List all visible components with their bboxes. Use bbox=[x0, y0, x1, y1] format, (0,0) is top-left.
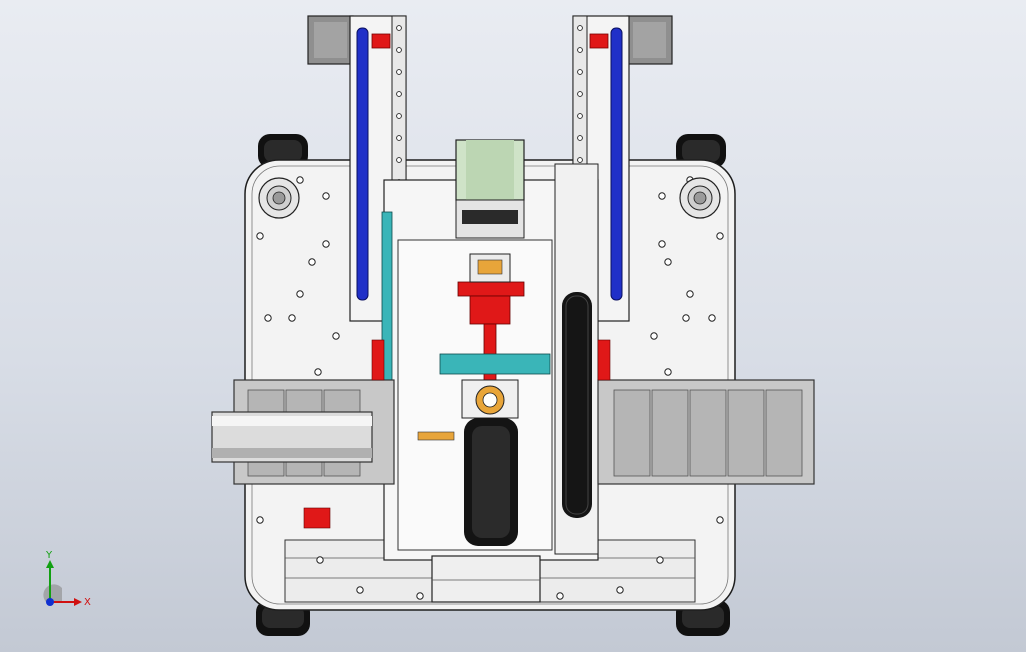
mast-rivet bbox=[396, 91, 402, 97]
belt-cassette[interactable] bbox=[562, 292, 592, 518]
mounting-hole bbox=[288, 314, 296, 322]
main-drive-wheel[interactable] bbox=[464, 418, 518, 546]
x-axis-label: X bbox=[84, 597, 91, 608]
mounting-hole bbox=[314, 368, 322, 376]
pneumatic-cylinder[interactable] bbox=[211, 411, 373, 463]
mast-rivet bbox=[577, 25, 583, 31]
mounting-hole bbox=[322, 240, 330, 248]
mounting-hole bbox=[656, 556, 664, 564]
bottom-center-module[interactable] bbox=[431, 555, 541, 603]
mast-rivet bbox=[396, 47, 402, 53]
mounting-hole bbox=[658, 192, 666, 200]
mounting-hole bbox=[416, 592, 424, 600]
mounting-hole bbox=[658, 240, 666, 248]
mounting-hole bbox=[316, 556, 324, 564]
mast-rivet bbox=[396, 157, 402, 163]
tread-conveyor-right[interactable] bbox=[597, 379, 815, 485]
mounting-hole bbox=[664, 368, 672, 376]
orange-spacer bbox=[417, 431, 455, 441]
mounting-hole bbox=[686, 290, 694, 298]
mast-rivet bbox=[577, 69, 583, 75]
bearing-block[interactable] bbox=[461, 379, 519, 419]
mounting-hole bbox=[296, 290, 304, 298]
mounting-hole bbox=[308, 258, 316, 266]
wheel-bottom-right bbox=[676, 600, 730, 636]
coordinate-triad: X Y bbox=[43, 550, 91, 608]
mast-rivet bbox=[396, 113, 402, 119]
mounting-hole bbox=[256, 232, 264, 240]
corner-boss-right bbox=[679, 177, 721, 219]
mast-rivet bbox=[577, 47, 583, 53]
mast-rivet bbox=[577, 113, 583, 119]
drive-motor-top[interactable] bbox=[455, 139, 525, 239]
mast-rivet bbox=[577, 157, 583, 163]
z-axis-dot-icon bbox=[46, 598, 54, 606]
mounting-hole bbox=[708, 314, 716, 322]
mounting-hole bbox=[664, 258, 672, 266]
x-axis-arrow-icon bbox=[74, 598, 82, 606]
mounting-hole bbox=[556, 592, 564, 600]
corner-boss-left bbox=[258, 177, 300, 219]
mast-rivet bbox=[396, 25, 402, 31]
mounting-hole bbox=[650, 332, 658, 340]
mounting-hole bbox=[616, 586, 624, 594]
mounting-hole bbox=[716, 232, 724, 240]
mounting-hole bbox=[716, 516, 724, 524]
mast-rivet bbox=[577, 135, 583, 141]
mast-rivet bbox=[396, 135, 402, 141]
mounting-hole bbox=[332, 332, 340, 340]
mounting-hole bbox=[264, 314, 272, 322]
mast-rivet bbox=[396, 69, 402, 75]
mounting-hole bbox=[296, 176, 304, 184]
mounting-hole bbox=[682, 314, 690, 322]
y-axis-arrow-icon bbox=[46, 560, 54, 568]
mast-rivet bbox=[577, 91, 583, 97]
mounting-hole bbox=[256, 516, 264, 524]
mounting-hole bbox=[322, 192, 330, 200]
mounting-hole bbox=[356, 586, 364, 594]
y-axis-label: Y bbox=[45, 550, 53, 561]
